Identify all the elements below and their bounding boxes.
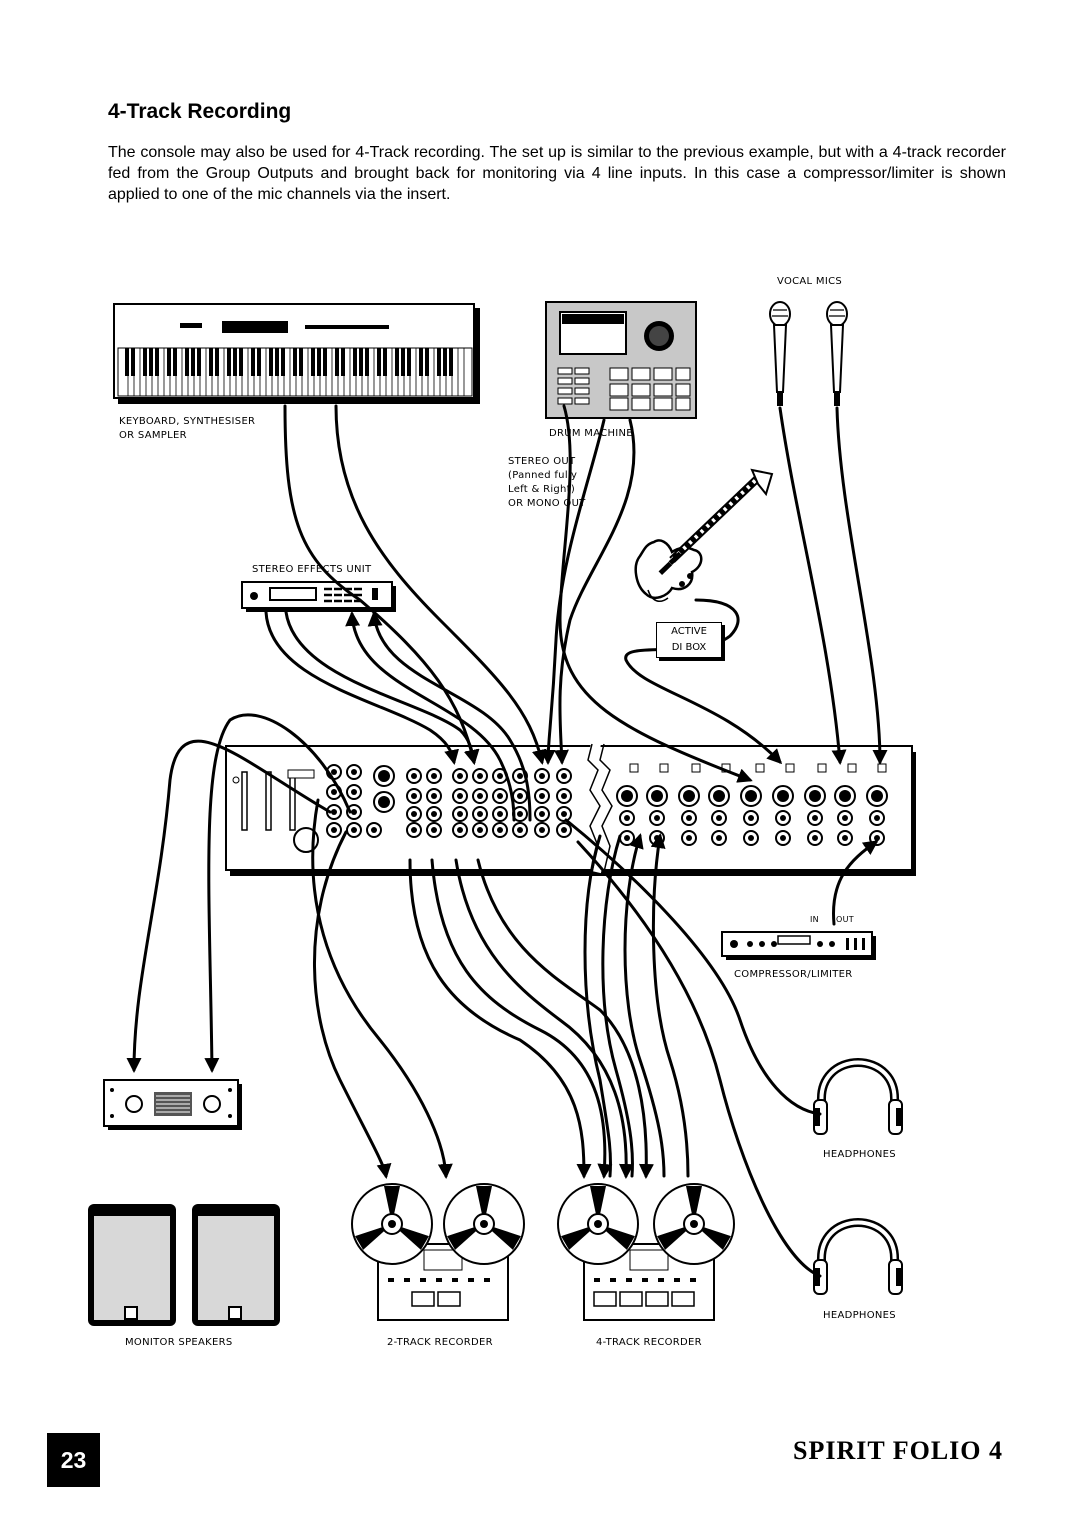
intro-paragraph: The console may also be used for 4-Track… [108, 144, 1006, 203]
speaker-icon [88, 1204, 176, 1326]
tape-recorder-icon [557, 1183, 735, 1321]
active-di-line-2: DI BOX [671, 642, 707, 653]
stereo-out-line-3: Left & Right) [508, 484, 576, 495]
monitor-speakers-label: MONITOR SPEAKERS [125, 1337, 233, 1348]
active-di-line-1: ACTIVE [671, 626, 707, 637]
amplifier-icon [103, 1079, 242, 1130]
guitar-icon [634, 468, 774, 603]
headphones-label-2: HEADPHONES [823, 1310, 896, 1321]
stereo-out-line-1: STEREO OUT [508, 456, 576, 467]
keyboard-label-line-2: OR SAMPLER [119, 430, 187, 441]
drum-machine-label: DRUM MACHINE [549, 428, 633, 439]
drum-machine-icon [545, 301, 697, 419]
microphone-icon [769, 301, 791, 407]
keyboard-label-line-1: KEYBOARD, SYNTHESISER [119, 416, 256, 427]
tape-recorder-icon [351, 1183, 525, 1321]
stereo-out-line-2: (Panned fully [508, 470, 578, 481]
page-title: 4-Track Recording [108, 100, 292, 123]
headphones-label-1: HEADPHONES [823, 1149, 896, 1160]
effects-unit-icon [241, 581, 396, 612]
effects-unit-label: STEREO EFFECTS UNIT [252, 564, 372, 575]
stereo-out-line-4: OR MONO OUT [508, 498, 586, 509]
vocal-mics-label: VOCAL MICS [777, 276, 843, 287]
keyboard-label: KEYBOARD, SYNTHESISER OR SAMPLER [119, 415, 255, 443]
two-track-recorder-label: 2-TRACK RECORDER [387, 1337, 493, 1348]
keyboard-icon [113, 303, 480, 404]
compressor-icon [721, 931, 876, 960]
mixer-console-icon [225, 742, 916, 876]
active-di-box: ACTIVE DI BOX [656, 622, 722, 658]
four-track-recorder-label: 4-TRACK RECORDER [596, 1337, 702, 1348]
compressor-in-label: IN [810, 915, 819, 924]
headphones-icon [814, 1063, 902, 1135]
microphone-icon [826, 301, 848, 407]
compressor-out-label: OUT [836, 915, 854, 924]
headphones-icon [814, 1223, 902, 1295]
compressor-label: COMPRESSOR/LIMITER [734, 969, 853, 980]
stereo-out-label: STEREO OUT (Panned fully Left & Right) O… [508, 455, 586, 511]
speaker-icon [192, 1204, 280, 1326]
brand-title: SPIRIT FOLIO 4 [792, 1436, 1003, 1465]
page-number: 23 [47, 1433, 100, 1487]
